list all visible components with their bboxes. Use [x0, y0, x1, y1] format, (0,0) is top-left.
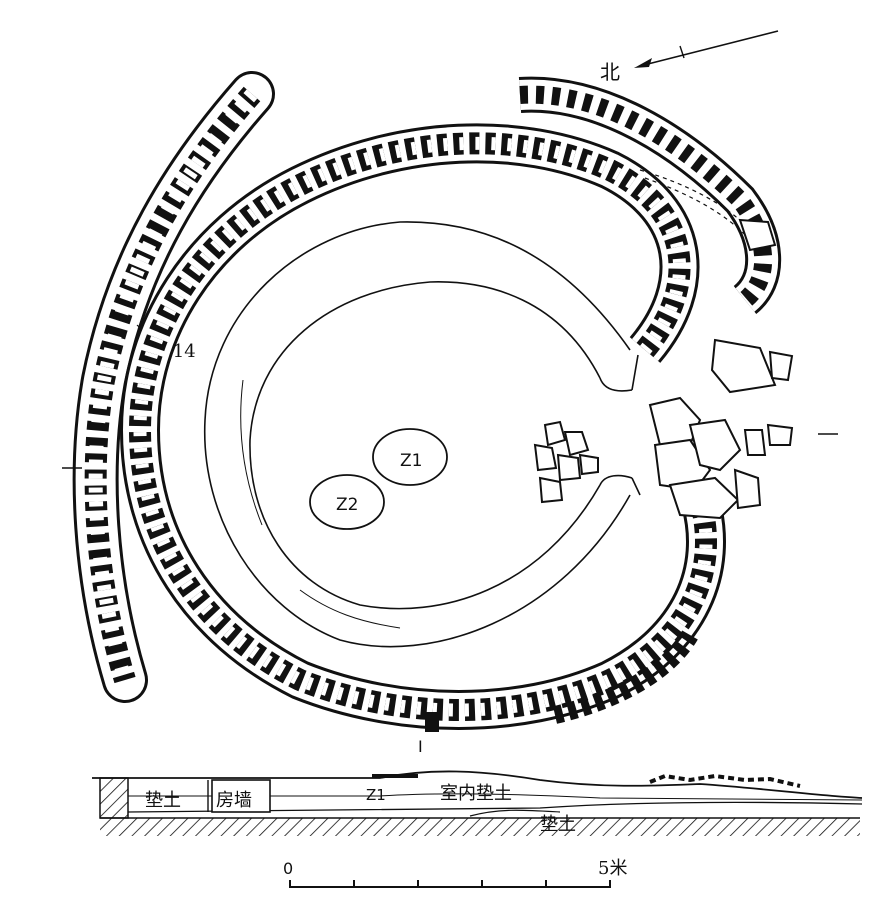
north-label: 北: [600, 60, 620, 84]
section-house-wall: 房墙: [216, 790, 252, 811]
ground-hatching: [100, 818, 860, 836]
cross-section: 垫土 房墙 Z1 室内垫土 垫土: [92, 770, 863, 836]
section-fill-bottom: 垫土: [540, 814, 576, 835]
section-fill-left: 垫土: [145, 790, 181, 811]
floor-inner-line: [249, 281, 601, 610]
hearth-z1: Z1: [372, 428, 448, 486]
section-hearth-label: Z1: [366, 786, 386, 804]
hearth-z1-label: Z1: [400, 451, 422, 471]
hearth-z2: Z2: [309, 474, 385, 530]
section-mark-label: I: [418, 737, 423, 756]
interior-floor: [203, 221, 641, 648]
scale-start: 0: [283, 859, 293, 878]
central-stone-cluster: [533, 420, 599, 504]
house-wall: [119, 76, 782, 730]
outer-wall-q14: Q14: [72, 71, 275, 703]
section-interior-fill: 室内垫土: [440, 783, 512, 804]
north-arrow: 北: [600, 30, 779, 84]
hearth-z2-label: Z2: [336, 495, 358, 515]
floor-outer-line: [203, 221, 631, 648]
entrance-stones: [648, 218, 794, 520]
scale-end: 5米: [598, 858, 627, 879]
section-line-markers: [62, 433, 838, 732]
scale-bar: [289, 880, 611, 888]
